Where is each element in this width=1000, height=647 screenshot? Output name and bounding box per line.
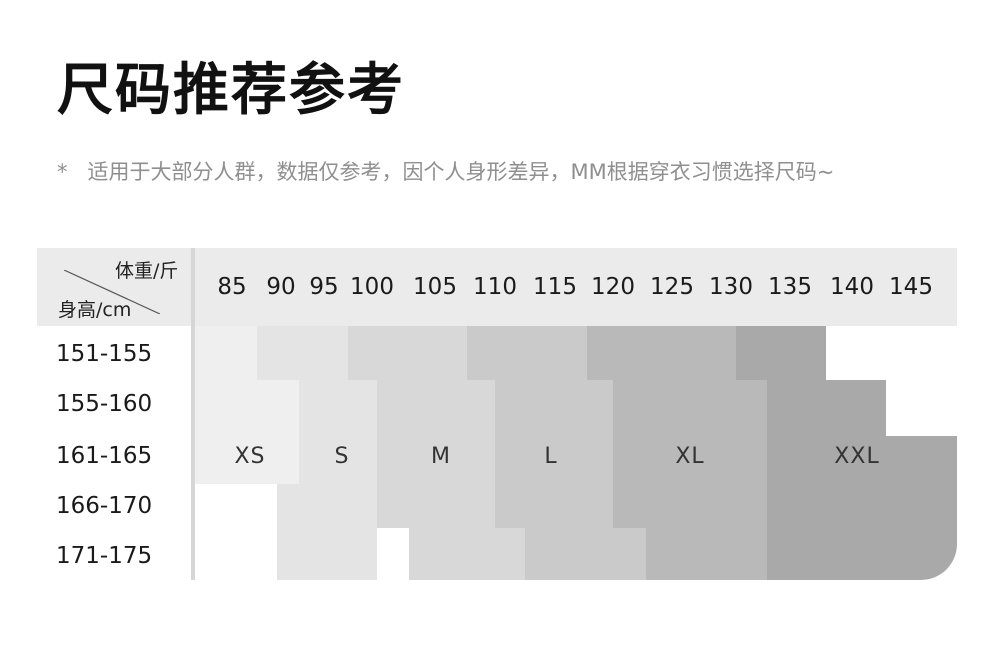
height-row-label: 155-160 [56, 391, 153, 417]
size-zone-s [277, 484, 299, 580]
size-zone-m [409, 528, 525, 580]
size-label-l: L [544, 444, 558, 469]
weight-header-110: 110 [473, 274, 517, 300]
page-title: 尺码推荐参考 [57, 58, 405, 123]
size-zone-xs [257, 380, 299, 484]
size-zone-xl [646, 528, 767, 580]
corner-height-label: 身高/cm [58, 299, 132, 321]
weight-header-90: 90 [266, 274, 296, 300]
corner-diagonal [64, 270, 160, 314]
weight-header-100: 100 [350, 274, 394, 300]
weight-header-85: 85 [217, 274, 247, 300]
height-row-label: 171-175 [56, 543, 153, 569]
size-zone-l [495, 380, 613, 528]
weight-header-140: 140 [830, 274, 874, 300]
size-zone-xxl [736, 326, 826, 380]
subtitle: * 适用于大部分人群，数据仅参考，因个人身形差异，MM根据穿衣习惯选择尺码~ [57, 158, 834, 186]
height-row-label: 166-170 [56, 493, 153, 519]
weight-header-135: 135 [768, 274, 812, 300]
weight-header-125: 125 [650, 274, 694, 300]
weight-header-145: 145 [889, 274, 933, 300]
size-zone-l [467, 326, 587, 380]
size-zone-xxl [767, 436, 957, 580]
size-label-s: S [334, 444, 350, 469]
size-zone-s [257, 326, 348, 380]
size-zone-xl [613, 380, 767, 528]
size-label-m: M [431, 444, 451, 469]
weight-header-120: 120 [591, 274, 635, 300]
table-header [37, 248, 957, 326]
size-zone-xl [587, 326, 736, 380]
size-zone-m [348, 326, 467, 380]
size-label-xl: XL [675, 444, 705, 469]
size-zone-m [377, 380, 495, 528]
asterisk: * [57, 160, 68, 184]
size-zone-l [525, 528, 646, 580]
column-divider [191, 248, 195, 580]
corner-weight-label: 体重/斤 [115, 260, 179, 282]
size-label-xxl: XXL [834, 444, 880, 469]
height-row-label: 161-165 [56, 443, 153, 469]
size-zone-xxl [767, 380, 886, 436]
weight-header-115: 115 [533, 274, 577, 300]
size-zone-s [299, 380, 377, 580]
height-row-label: 151-155 [56, 341, 153, 367]
weight-header-130: 130 [709, 274, 753, 300]
size-label-xs: XS [234, 444, 266, 469]
subtitle-text: 适用于大部分人群，数据仅参考，因个人身形差异，MM根据穿衣习惯选择尺码~ [87, 160, 835, 184]
weight-header-95: 95 [309, 274, 339, 300]
size-zone-xs [195, 326, 257, 484]
weight-header-105: 105 [413, 274, 457, 300]
